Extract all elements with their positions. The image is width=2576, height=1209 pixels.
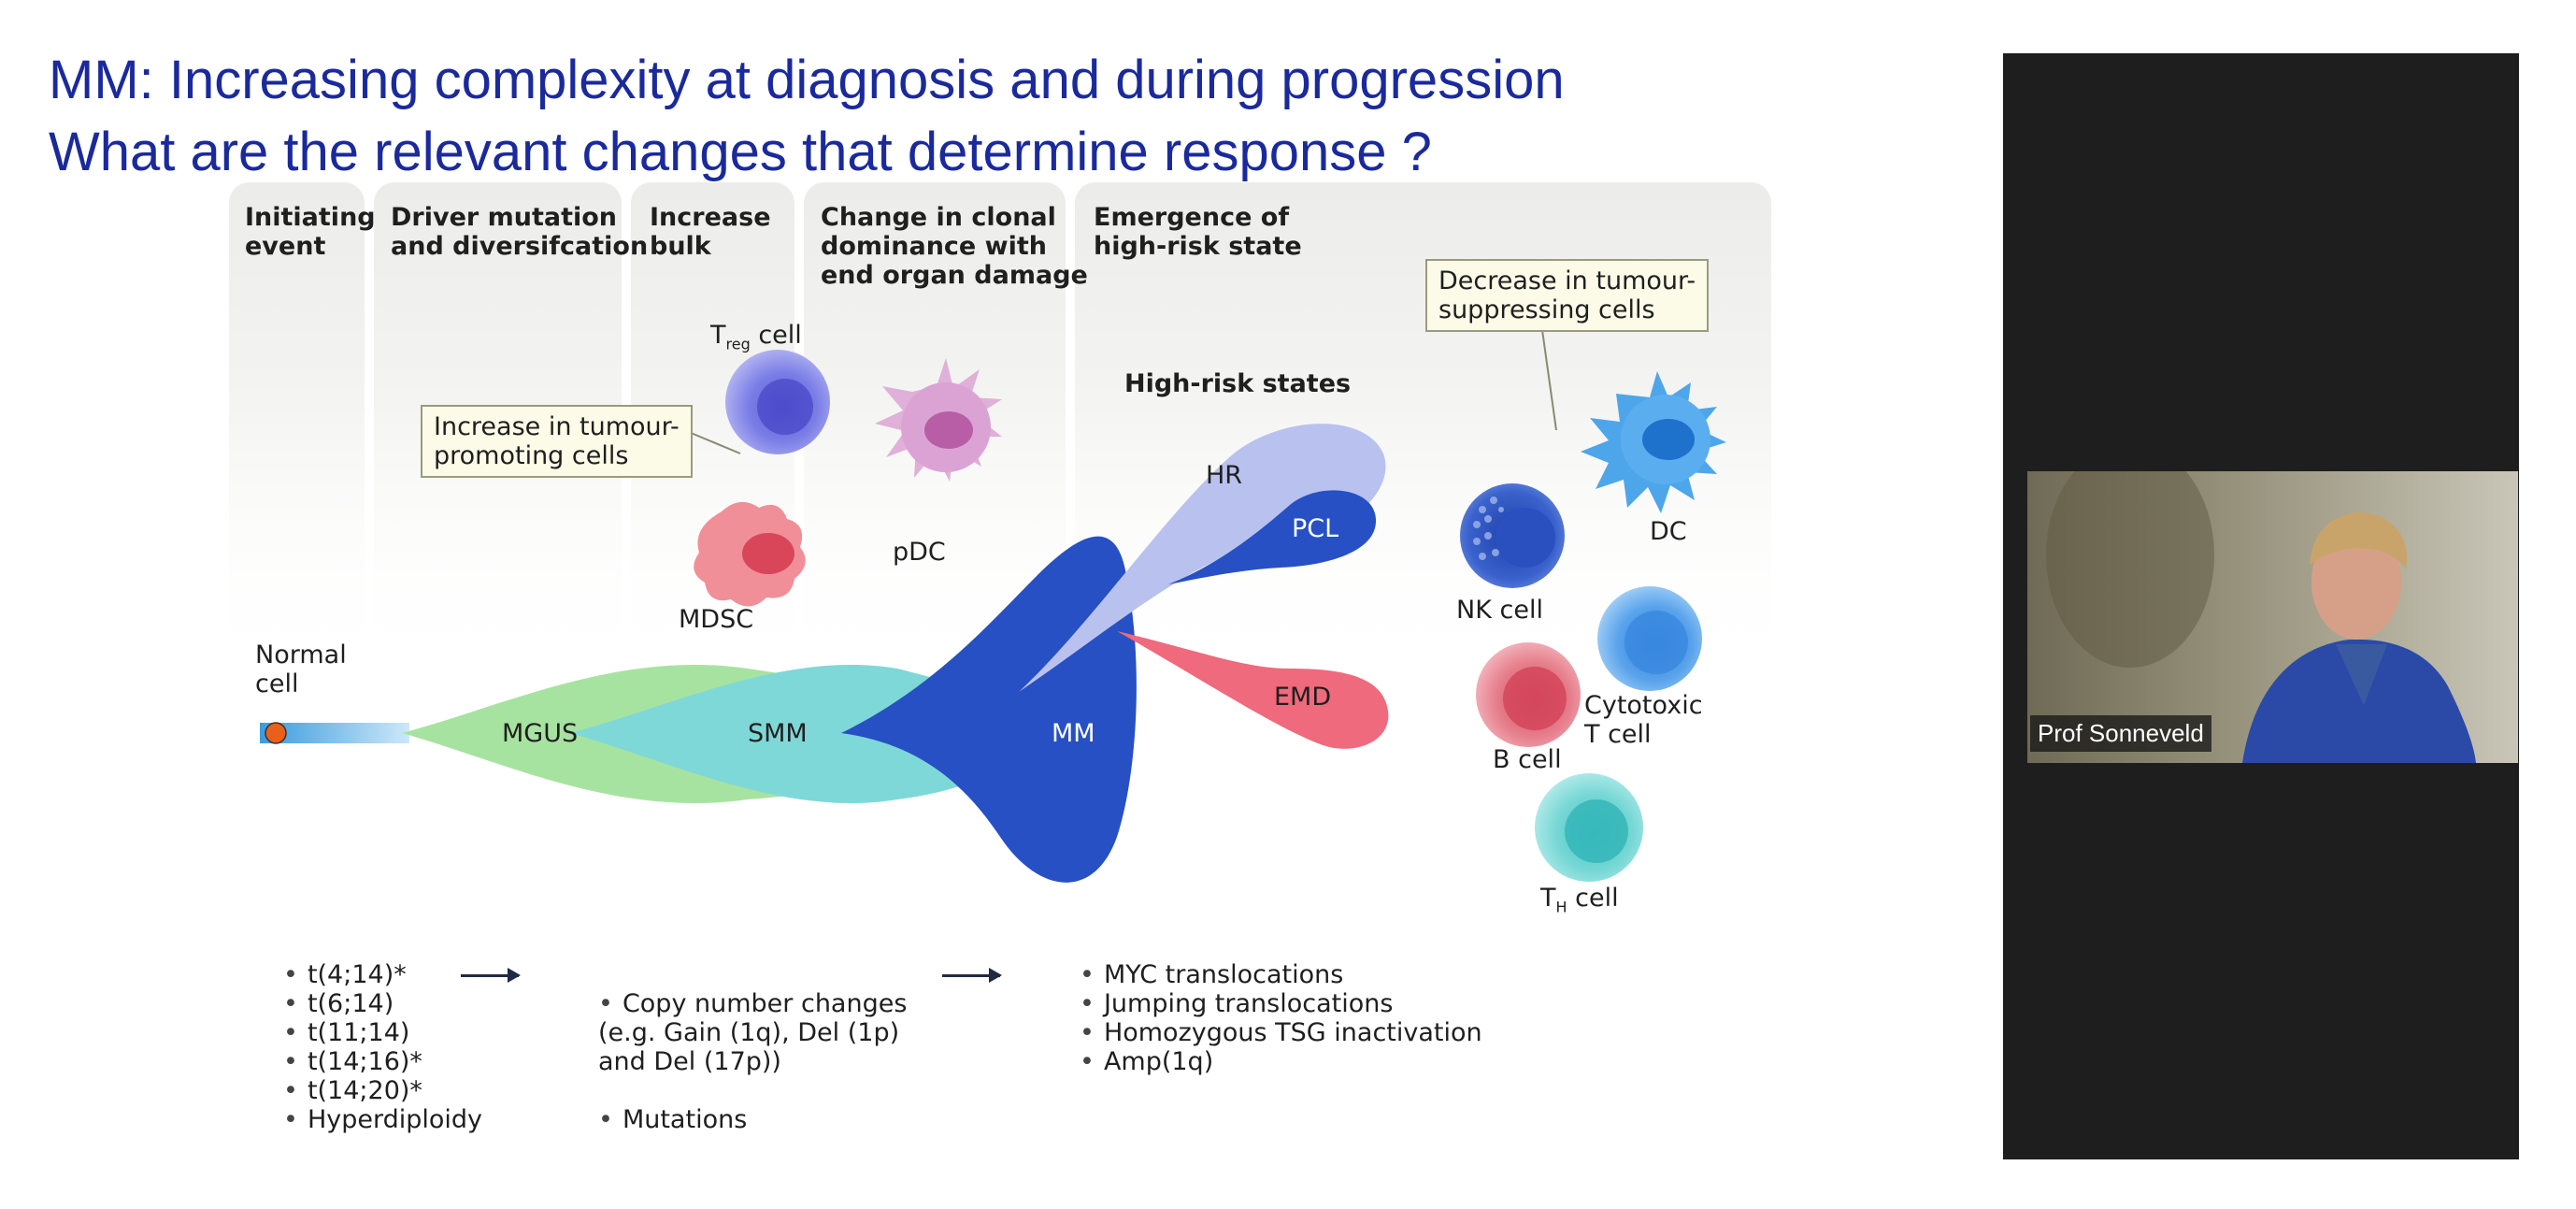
dc-label: DC [1650,517,1687,546]
translocation-list: t(4;14)* t(6;14) t(11;14) t(14;16)* t(14… [283,960,482,1134]
dc-cell [1581,371,1726,513]
pdc-label: pDC [893,538,946,567]
high-risk-events-list: MYC translocations Jumping translocation… [1080,960,1482,1076]
list-item: t(11;14) [283,1018,482,1047]
normal-cell-label: Normal cell [255,640,347,698]
callout-pointer-decrease [1541,329,1557,431]
stage-column-1 [229,182,365,678]
normal-cell-bar [260,723,409,743]
list-item: t(6;14) [283,989,482,1018]
presenter-video[interactable]: Prof Sonneveld [2027,471,2518,763]
arrow-right-2 [942,968,1002,983]
list-item: Copy number changes (e.g. Gain (1q), Del… [598,989,907,1076]
callout-decrease: Decrease in tumour- suppressing cells [1425,259,1710,332]
emd-shape [1117,631,1389,749]
presenter-name-tag: Prof Sonneveld [2030,715,2211,752]
list-item: Amp(1q) [1080,1047,1482,1076]
hr-shape [1019,424,1386,692]
myeloma-progression-figure: Initiating event Driver mutation and div… [224,182,1776,1173]
presenter-silhouette [2046,471,2476,763]
list-item: Homozygous TSG inactivation [1080,1018,1482,1047]
th-cell-label: TH cell [1540,884,1619,916]
pcl-label: PCL [1292,514,1339,543]
stage-header-high-risk: Emergence of high-risk state [1094,203,1302,261]
emd-label: EMD [1274,683,1332,712]
list-item: MYC translocations [1080,960,1482,989]
mdsc-cell [694,501,806,607]
figure-graphics [229,182,1771,883]
list-item: t(14;16)* [283,1047,482,1076]
mm-label: MM [1052,719,1095,748]
video-panel: Prof Sonneveld [2003,53,2519,1159]
smm-label: SMM [748,719,808,748]
b-cell-label: B cell [1493,745,1562,774]
list-item: Mutations [598,1105,907,1134]
pdc-cell [875,358,1002,482]
hr-label: HR [1206,461,1243,490]
list-item: Hyperdiploidy [283,1105,482,1134]
list-item: t(4;14)* [283,960,482,989]
mgus-label: MGUS [502,719,579,748]
slide-title-line-1: MM: Increasing complexity at diagnosis a… [49,50,1565,110]
treg-label: Treg cell [710,321,802,353]
list-item: t(14;20)* [283,1076,482,1105]
secondary-events-list: Copy number changes (e.g. Gain (1q), Del… [598,960,907,1163]
stage-header-driver: Driver mutation and diversifcation [391,203,649,261]
slide-title-line-2: What are the relevant changes that deter… [49,122,1432,182]
cytotoxic-t-cell-label: Cytotoxic T cell [1584,691,1703,749]
high-risk-states-title: High-risk states [1124,369,1352,398]
callout-increase: Increase in tumour- promoting cells [421,405,693,478]
pcl-shape [1168,490,1377,584]
normal-cell [265,722,287,744]
mdsc-label: MDSC [679,605,754,634]
stage-header-increase-bulk: Increase bulk [650,203,771,261]
arrow-right-1 [461,968,521,983]
stage-header-initiating: Initiating event [245,203,376,261]
nk-cell-label: NK cell [1456,596,1543,625]
list-item: Jumping translocations [1080,989,1482,1018]
stage-header-clonal-dominance: Change in clonal dominance with end orga… [821,203,1088,290]
mm-shape [841,536,1137,883]
